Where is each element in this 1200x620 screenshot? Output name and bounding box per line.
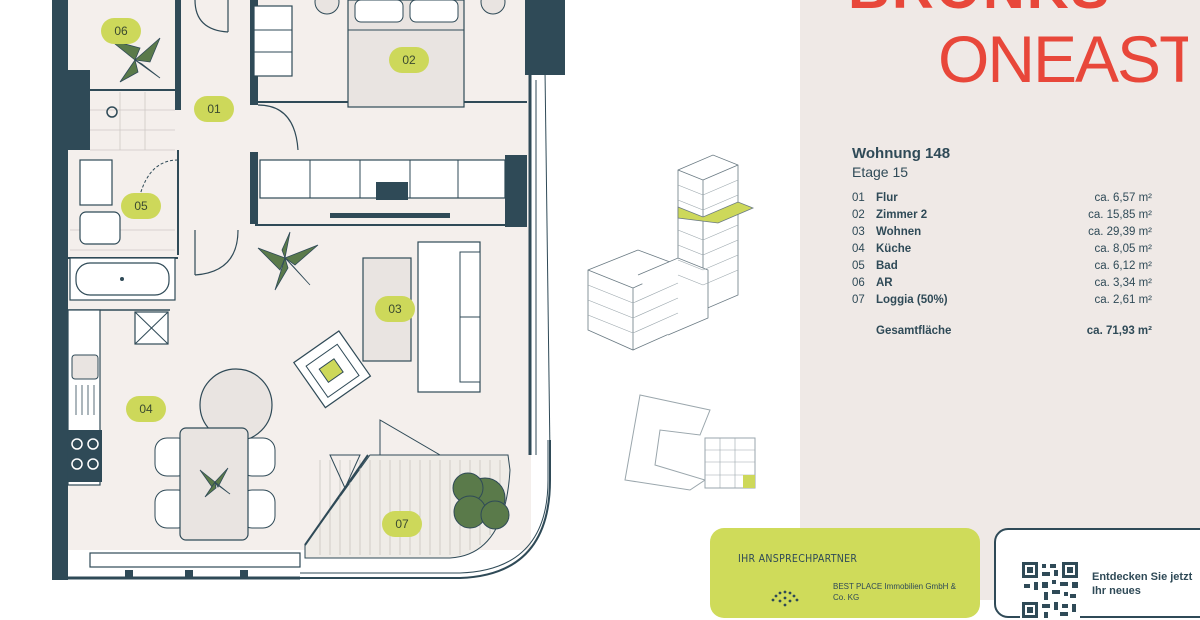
room-row: 01 Flur ca. 6,57 m²	[852, 192, 1152, 209]
room-name: AR	[876, 277, 893, 289]
site-plan-illustration	[624, 394, 756, 491]
logo-top-text: BRONKS	[848, 0, 1111, 21]
room-name: Zimmer 2	[876, 209, 928, 221]
room-tag-01: 01	[194, 96, 234, 122]
logo-main-text: ONEAST	[938, 22, 1188, 88]
apartment-floor: Etage 15	[852, 164, 909, 180]
room-row: 04 Küche ca. 8,05 m²	[852, 243, 1152, 260]
room-row: 05 Bad ca. 6,12 m²	[852, 260, 1152, 277]
room-number: 05	[852, 260, 865, 272]
room-tag-03: 03	[375, 296, 415, 322]
room-name: Bad	[876, 260, 898, 272]
room-number: 03	[852, 226, 865, 238]
info-panel	[800, 0, 1200, 600]
room-row: 07 Loggia (50%) ca. 2,61 m²	[852, 294, 1152, 311]
room-number: 06	[852, 277, 865, 289]
room-row: 06 AR ca. 3,34 m²	[852, 277, 1152, 294]
room-number: 01	[852, 192, 865, 204]
room-number: 04	[852, 243, 865, 255]
contact-title: IHR ANSPRECHPARTNER	[738, 553, 858, 565]
total-area-label: Gesamtfläche	[876, 325, 952, 337]
room-tag-04: 04	[126, 396, 166, 422]
room-name: Wohnen	[876, 226, 922, 238]
room-area: ca. 8,05 m²	[1094, 243, 1152, 255]
room-tag-02: 02	[389, 47, 429, 73]
total-area-row: Gesamtfläche ca. 71,93 m²	[852, 325, 1152, 341]
discover-card[interactable]: Entdecken Sie jetzt Ihr neues	[994, 528, 1200, 620]
building-isometric-illustration	[587, 154, 755, 351]
room-row: 03 Wohnen ca. 29,39 m²	[852, 226, 1152, 243]
contact-card[interactable]: IHR ANSPRECHPARTNER BEST PLACE Immobilie…	[710, 528, 980, 618]
apartment-title: Wohnung 148	[852, 145, 951, 162]
room-area: ca. 15,85 m²	[1088, 209, 1152, 221]
room-number: 02	[852, 209, 865, 221]
room-number: 07	[852, 294, 865, 306]
total-area-value: ca. 71,93 m²	[1086, 325, 1152, 337]
floor-plan-drawing	[52, 0, 565, 580]
contact-company-name: BEST PLACE Immobilien GmbH & Co. KG	[833, 582, 957, 602]
room-tag-06: 06	[101, 18, 141, 44]
room-area: ca. 2,61 m²	[1094, 294, 1152, 306]
room-tag-07: 07	[382, 511, 422, 537]
room-area: ca. 3,34 m²	[1094, 277, 1152, 289]
qr-code-icon	[1020, 560, 1080, 620]
room-name: Küche	[876, 243, 912, 255]
room-name: Flur	[876, 192, 898, 204]
brand-logo: BRONKS ONEAST	[848, 0, 1188, 88]
room-area: ca. 6,57 m²	[1094, 192, 1152, 204]
room-area: ca. 6,12 m²	[1094, 260, 1152, 272]
room-name: Loggia (50%)	[876, 294, 948, 306]
room-row: 02 Zimmer 2 ca. 15,85 m²	[852, 209, 1152, 226]
company-logo-icon	[771, 590, 799, 607]
discover-text: Entdecken Sie jetzt Ihr neues	[1092, 571, 1193, 597]
room-list: 01 Flur ca. 6,57 m² 02 Zimmer 2 ca. 15,8…	[852, 192, 1152, 311]
room-tag-05: 05	[121, 193, 161, 219]
room-area: ca. 29,39 m²	[1088, 226, 1152, 238]
